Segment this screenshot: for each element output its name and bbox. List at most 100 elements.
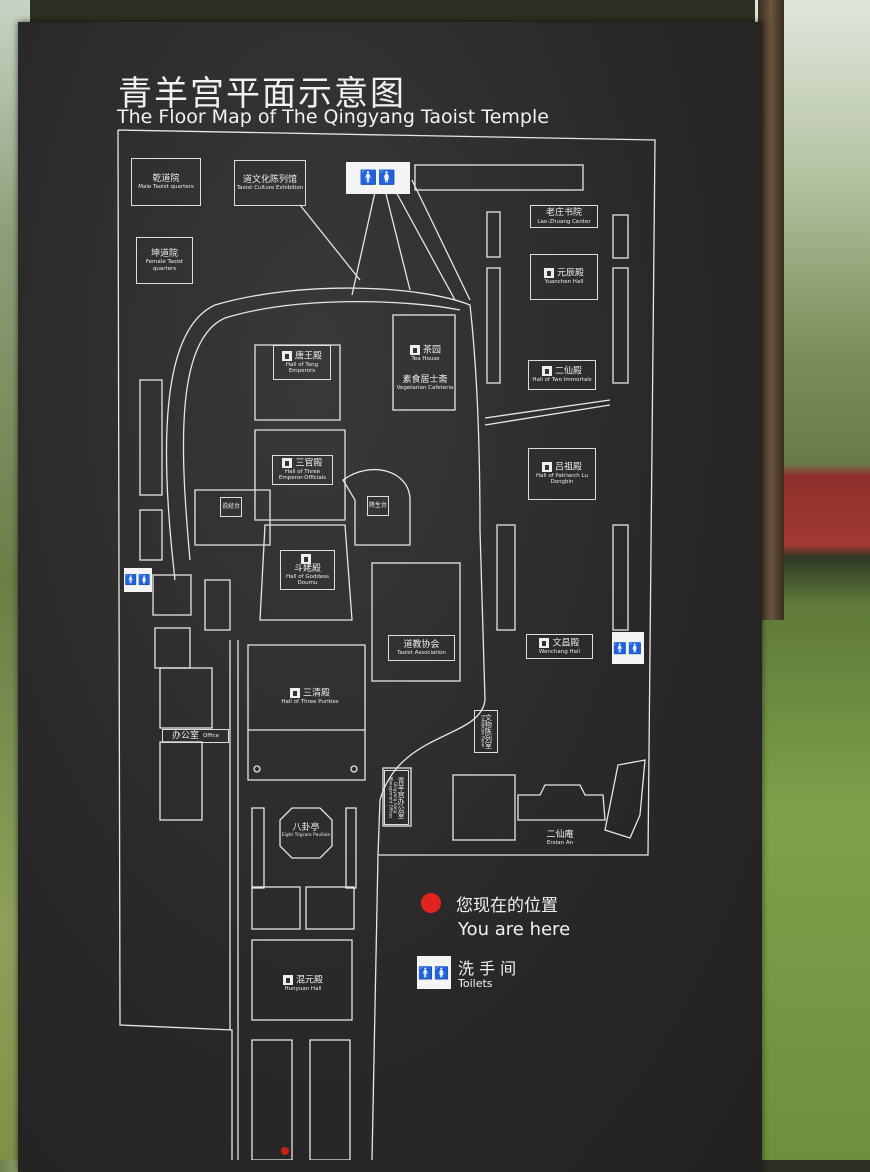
hall-icon bbox=[281, 350, 292, 361]
place-name-en: Hall of Tang Emperors bbox=[285, 361, 319, 374]
place-name-cn: 办公室 bbox=[171, 730, 199, 741]
toilet-icon: 🚹🚺 bbox=[417, 956, 451, 989]
male-taoist-quarters[interactable]: 乾道院 Male Taoist quarters bbox=[131, 158, 201, 206]
building bbox=[486, 267, 501, 384]
building bbox=[204, 579, 231, 631]
place-name-en: Taoist Culture Exhibition bbox=[236, 185, 304, 192]
building bbox=[414, 164, 584, 191]
building bbox=[251, 939, 353, 1021]
toilet-icon[interactable]: 🚹🚺 bbox=[346, 162, 410, 194]
hunyuan-hall[interactable]: 混元殿 Hunyuan Hall bbox=[272, 975, 334, 992]
hall-icon bbox=[289, 688, 300, 698]
toilet-symbol: 🚹🚺 bbox=[124, 574, 152, 586]
building bbox=[305, 886, 355, 930]
place-name-cn: 混元殿 bbox=[272, 975, 334, 986]
place-name-cn: 道教协会 bbox=[403, 639, 440, 650]
taoist-culture-exhibition[interactable]: 道文化陈列馆 Taoist Culture Exhibition bbox=[234, 160, 306, 206]
place-name-text: 三官殿 bbox=[295, 458, 323, 469]
vegetarian-cafeteria[interactable]: 素食居士斋 Vegetarian Cafeteria bbox=[396, 375, 454, 392]
office[interactable]: 办公室 Office bbox=[162, 729, 229, 743]
place-name-cn: 说经台 bbox=[221, 502, 240, 510]
toilet-icon[interactable]: 🚹🚺 bbox=[612, 632, 644, 664]
place-name-cn: 青羊宫办公室 bbox=[397, 776, 406, 819]
scripture-terrace[interactable]: 说经台 bbox=[220, 497, 242, 517]
building bbox=[139, 509, 163, 561]
place-name-text: 唐王殿 bbox=[294, 351, 322, 362]
building bbox=[452, 774, 516, 841]
place-name-en: Hall of Goddess Doumu bbox=[285, 573, 330, 587]
building bbox=[159, 667, 213, 729]
erxian-an[interactable]: 二仙庵 Erxian An bbox=[535, 830, 585, 847]
place-name-en: Tea House bbox=[411, 355, 440, 362]
toilet-symbol: 🚹🚺 bbox=[418, 965, 450, 980]
path bbox=[299, 179, 471, 301]
hall-of-tang-emperors[interactable]: 唐王殿 Hall of Tang Emperors bbox=[273, 345, 331, 380]
place-name-cn: 文物陈列室 bbox=[484, 714, 493, 749]
place-name-en: Erxian An bbox=[546, 840, 574, 847]
you-are-here-location bbox=[281, 1147, 289, 1155]
hall-icon bbox=[282, 975, 293, 985]
hall-of-patriarch-lu-dongbin[interactable]: 吕祖殿 Hall of Patriarch Lu Dongbin bbox=[528, 448, 596, 500]
building bbox=[139, 379, 163, 496]
place-name-cn: 老庄书院 bbox=[545, 208, 582, 219]
place-name-en: Exhibition Room bbox=[480, 715, 486, 748]
building bbox=[604, 759, 646, 839]
place-name-en: Hunyuan Hall bbox=[284, 985, 322, 992]
erxian-an-building bbox=[517, 784, 606, 821]
hall-of-two-immortals[interactable]: 二仙殿 Hall of Two Immortals bbox=[528, 360, 596, 390]
tea-house[interactable]: 茶园 Tea House bbox=[398, 345, 453, 362]
hall-icon bbox=[543, 268, 554, 279]
hall-of-three-purities[interactable]: 三清殿 Hall of Three Purities bbox=[270, 688, 350, 705]
toilet-symbol: 🚹🚺 bbox=[613, 641, 643, 655]
place-name-text: 二仙殿 bbox=[554, 366, 582, 377]
map-sign-board bbox=[18, 22, 762, 1172]
place-name-text: 混元殿 bbox=[295, 975, 323, 986]
building bbox=[251, 1039, 293, 1160]
hall-of-goddess-doumu[interactable]: 斗姥殿 Hall of Goddess Doumu bbox=[280, 550, 335, 590]
building bbox=[392, 314, 456, 411]
place-name-cn: 斗姥殿 bbox=[293, 563, 321, 574]
building bbox=[612, 524, 629, 631]
legend-you-are-here-cn: 您现在的位置 bbox=[456, 896, 558, 916]
place-name-cn: 元辰殿 bbox=[543, 268, 584, 279]
descension-terrace[interactable]: 降生台 bbox=[367, 496, 389, 516]
yuanchen-hall[interactable]: 元辰殿 Yuanchen Hall bbox=[530, 254, 598, 300]
place-name-cn: 吕祖殿 bbox=[541, 462, 582, 473]
exhibition-room[interactable]: 文物陈列室 Exhibition Room bbox=[474, 710, 498, 753]
place-name-en: Lao-Zhuang Center bbox=[537, 218, 591, 225]
place-name-en: Male Taoist quarters bbox=[138, 184, 194, 191]
hall-icon bbox=[539, 637, 550, 648]
taoist-association[interactable]: 道教协会 Taoist Association bbox=[388, 635, 455, 661]
wenchang-hall[interactable]: 文昌殿 Wenchang Hall bbox=[526, 634, 593, 659]
eight-trigram-pavilion[interactable]: 八卦亭 Eight Trigram Pavilion bbox=[278, 823, 334, 839]
place-name-en: Hall of Three Emperor-Officials bbox=[278, 469, 327, 482]
place-name-cn: 八卦亭 bbox=[292, 823, 320, 833]
legend-toilets-en: Toilets bbox=[458, 977, 493, 990]
building bbox=[496, 524, 516, 631]
place-name-text: 三清殿 bbox=[302, 688, 330, 699]
qingyang-gong-management-offices[interactable]: 青羊宫办公室 Qingyang Gong Management Offices bbox=[384, 770, 409, 825]
legend-you-are-here-en: You are here bbox=[458, 919, 571, 940]
building bbox=[152, 574, 192, 616]
place-name-cn: 降生台 bbox=[368, 501, 387, 509]
place-name-cn: 二仙庵 bbox=[546, 830, 574, 840]
place-name-en: Qingyang Gong Management Offices bbox=[388, 776, 399, 819]
building bbox=[612, 214, 629, 259]
place-name-cn: 茶园 bbox=[398, 345, 453, 356]
building bbox=[154, 627, 191, 669]
building bbox=[159, 741, 203, 821]
place-name-en: Hall of Three Purities bbox=[281, 698, 339, 705]
building bbox=[247, 644, 366, 781]
place-name-cn: 道文化陈列馆 bbox=[242, 174, 297, 185]
hall-icon bbox=[301, 553, 311, 564]
hall-icon bbox=[541, 462, 552, 473]
toilet-icon[interactable]: 🚹🚺 bbox=[124, 568, 152, 592]
female-taoist-quarters[interactable]: 坤道院 Female Taoist quarters bbox=[136, 237, 193, 284]
place-name-en: Office bbox=[202, 732, 220, 739]
hall-of-three-emperor-officials[interactable]: 三官殿 Hall of Three Emperor-Officials bbox=[272, 455, 333, 485]
lao-zhuang-center[interactable]: 老庄书院 Lao-Zhuang Center bbox=[530, 205, 598, 228]
place-name-en: Eight Trigram Pavilion bbox=[281, 833, 331, 839]
place-name-cn: 坤道院 bbox=[150, 249, 178, 260]
building bbox=[612, 267, 629, 384]
